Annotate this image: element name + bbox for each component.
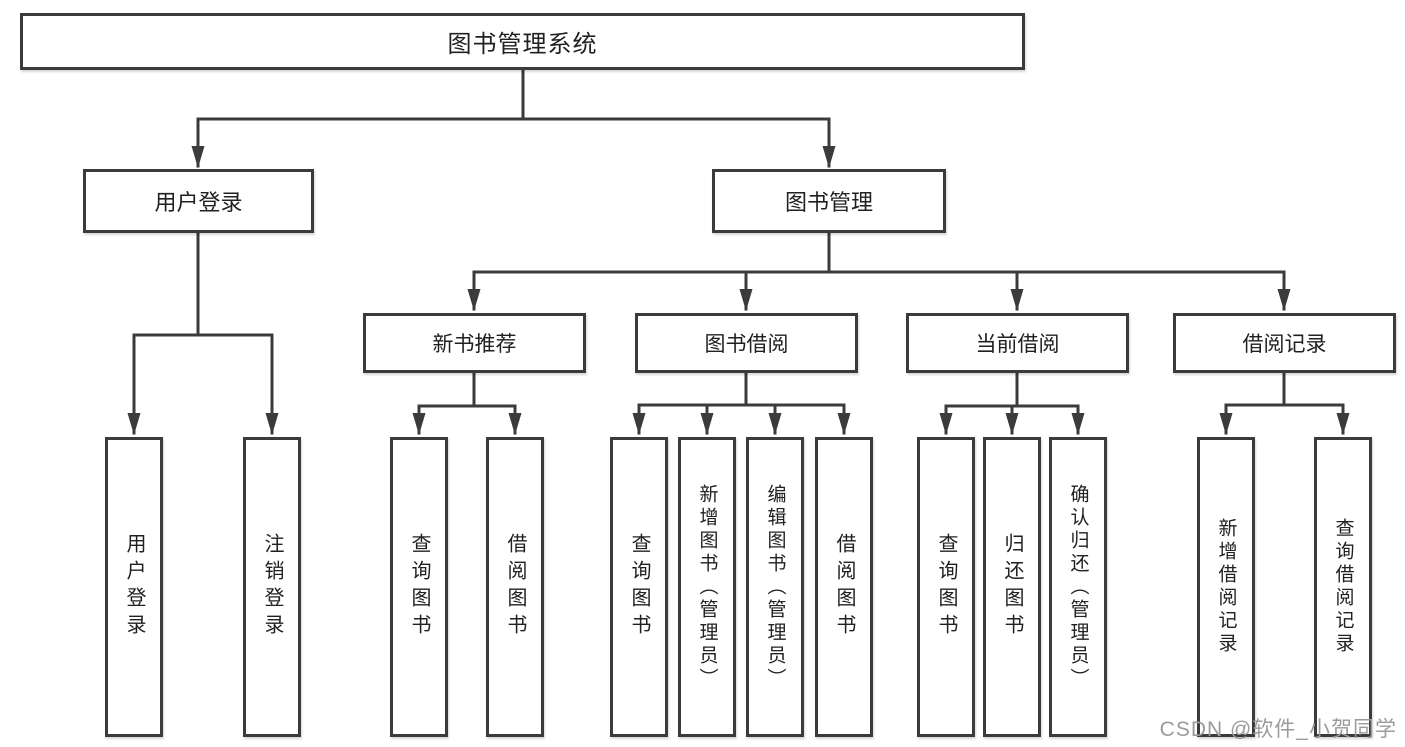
node-label: 图书借阅 [704, 333, 789, 356]
node-book-management: 图书管理 [712, 169, 946, 233]
leaf-query-books-3: 查询图书 [917, 437, 975, 737]
leaf-label: 用户登录 [123, 533, 145, 641]
leaf-label: 新增借阅记录 [1215, 518, 1237, 656]
connector-user-login-rail [132, 231, 274, 337]
node-label: 图书管理 [784, 190, 873, 215]
node-label: 用户登录 [154, 190, 243, 215]
leaf-label: 新增图书（管理员） [696, 483, 718, 691]
leaf-add-borrow-record: 新增借阅记录 [1197, 437, 1255, 737]
leaf-label: 查询图书 [628, 533, 650, 641]
node-label: 图书管理系统 [447, 31, 598, 58]
leaf-borrow-books-2: 借阅图书 [815, 437, 873, 737]
leaf-edit-book-admin: 编辑图书（管理员） [746, 437, 804, 737]
leaf-label: 归还图书 [1001, 533, 1023, 641]
node-label: 借阅记录 [1242, 333, 1327, 356]
leaf-logout: 注销登录 [243, 437, 301, 737]
leaf-return-book: 归还图书 [983, 437, 1041, 737]
leaf-user-login: 用户登录 [105, 437, 163, 737]
connector-new-book-rail [417, 371, 517, 408]
leaf-query-books-1: 查询图书 [390, 437, 448, 737]
leaf-label: 编辑图书（管理员） [764, 483, 786, 691]
node-label: 新书推荐 [432, 333, 517, 356]
leaf-confirm-return-admin: 确认归还（管理员） [1049, 437, 1107, 737]
leaf-label: 借阅图书 [833, 533, 855, 641]
node-library-management-system: 图书管理系统 [20, 13, 1025, 70]
leaf-query-borrow-record: 查询借阅记录 [1314, 437, 1372, 737]
csdn-watermark: CSDN @软件_小贺同学 [1159, 718, 1397, 741]
leaf-label: 查询借阅记录 [1332, 518, 1354, 656]
node-label: 当前借阅 [975, 333, 1060, 356]
leaf-label: 查询图书 [408, 533, 430, 641]
node-new-book-recommend: 新书推荐 [363, 313, 586, 373]
connector-borrow-records-rail [1224, 371, 1345, 407]
leaf-add-book-admin: 新增图书（管理员） [678, 437, 736, 737]
node-user-login: 用户登录 [83, 169, 314, 233]
node-current-borrow: 当前借阅 [906, 313, 1129, 373]
node-book-borrow: 图书借阅 [635, 313, 858, 373]
connector-book-management-rail [472, 231, 1286, 274]
leaf-label: 查询图书 [935, 533, 957, 641]
leaf-borrow-books-1: 借阅图书 [486, 437, 544, 737]
leaf-query-books-2: 查询图书 [610, 437, 668, 737]
leaf-label: 确认归还（管理员） [1067, 483, 1089, 691]
connector-current-borrow-rail [944, 371, 1080, 408]
node-borrow-records: 借阅记录 [1173, 313, 1396, 373]
connector-book-borrow-rail [637, 371, 846, 407]
leaf-label: 借阅图书 [504, 533, 526, 641]
connector-root-rail [196, 68, 831, 121]
leaf-label: 注销登录 [261, 533, 283, 641]
